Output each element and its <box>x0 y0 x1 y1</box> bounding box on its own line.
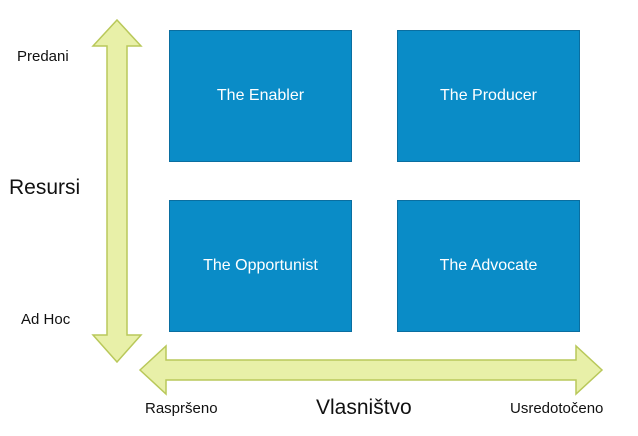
quadrant-the-producer: The Producer <box>397 30 580 162</box>
vertical-axis-top-label: Predani <box>17 48 69 65</box>
vertical-double-arrow <box>91 18 143 364</box>
horizontal-axis-right-label: Usredotočeno <box>510 400 604 417</box>
horizontal-double-arrow <box>138 344 604 396</box>
horizontal-axis-left-label: Raspršeno <box>145 400 218 417</box>
quadrant-label: The Opportunist <box>203 257 318 274</box>
vertical-axis-bottom-label: Ad Hoc <box>21 311 71 328</box>
quadrant-the-enabler: The Enabler <box>169 30 352 162</box>
quadrant-label: The Advocate <box>439 257 538 274</box>
quadrant-the-opportunist: The Opportunist <box>169 200 352 332</box>
quadrant-the-advocate: The Advocate <box>397 200 580 332</box>
horizontal-axis-title: Vlasništvo <box>316 396 412 419</box>
quadrant-label: The Enabler <box>216 87 305 104</box>
vertical-axis-title: Resursi <box>9 176 81 199</box>
quadrant-label: The Producer <box>440 87 537 104</box>
